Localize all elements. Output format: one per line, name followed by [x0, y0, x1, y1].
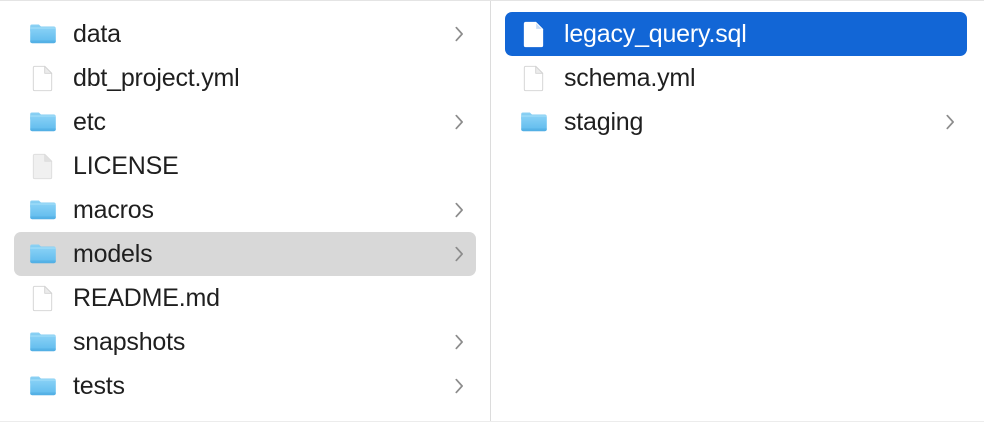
file-row[interactable]: models	[14, 232, 476, 276]
chevron-right-icon[interactable]	[452, 23, 466, 45]
chevron-right-icon-svg	[455, 202, 463, 218]
folder-icon	[28, 19, 58, 49]
column-child[interactable]: legacy_query.sql schema.yml staging	[491, 1, 983, 421]
file-row-label: data	[73, 21, 121, 47]
folder-icon-svg	[30, 112, 56, 132]
file-row-label: staging	[564, 109, 644, 135]
file-icon	[28, 283, 58, 313]
file-row-label: README.md	[73, 285, 220, 311]
file-row-label: models	[73, 241, 153, 267]
file-icon-svg	[523, 21, 544, 48]
folder-icon	[28, 107, 58, 137]
file-row[interactable]: dbt_project.yml	[14, 56, 476, 100]
file-row[interactable]: macros	[14, 188, 476, 232]
file-row[interactable]: LICENSE	[14, 144, 476, 188]
chevron-right-icon-svg	[946, 114, 954, 130]
folder-icon-svg	[30, 376, 56, 396]
file-row[interactable]: staging	[505, 100, 967, 144]
file-row[interactable]: schema.yml	[505, 56, 967, 100]
file-row[interactable]: tests	[14, 364, 476, 408]
file-icon-svg	[32, 153, 53, 180]
folder-icon-svg	[30, 244, 56, 264]
file-row[interactable]: data	[14, 12, 476, 56]
column-parent[interactable]: data dbt_project.yml etc LICENSE	[0, 1, 491, 421]
file-icon	[28, 63, 58, 93]
chevron-right-icon[interactable]	[452, 199, 466, 221]
generic-file-icon	[28, 151, 58, 181]
folder-icon-svg	[30, 24, 56, 44]
chevron-right-icon-svg	[455, 114, 463, 130]
file-row[interactable]: snapshots	[14, 320, 476, 364]
chevron-right-icon[interactable]	[452, 375, 466, 397]
folder-icon-svg	[30, 200, 56, 220]
file-row-label: tests	[73, 373, 125, 399]
chevron-right-icon-svg	[455, 246, 463, 262]
folder-icon	[28, 371, 58, 401]
file-row[interactable]: README.md	[14, 276, 476, 320]
chevron-right-icon-svg	[455, 334, 463, 350]
chevron-right-icon[interactable]	[452, 243, 466, 265]
chevron-right-icon[interactable]	[452, 331, 466, 353]
folder-icon-svg	[30, 332, 56, 352]
file-row-label: schema.yml	[564, 65, 696, 91]
folder-icon	[28, 239, 58, 269]
folder-icon	[28, 195, 58, 225]
file-icon-svg	[523, 65, 544, 92]
file-row-label: etc	[73, 109, 106, 135]
file-row-label: macros	[73, 197, 154, 223]
file-icon-svg	[32, 65, 53, 92]
file-icon	[519, 19, 549, 49]
column-child-list: legacy_query.sql schema.yml staging	[491, 12, 983, 144]
folder-icon	[519, 107, 549, 137]
folder-icon-svg	[521, 112, 547, 132]
column-parent-list: data dbt_project.yml etc LICENSE	[0, 12, 490, 408]
file-row-label: LICENSE	[73, 153, 179, 179]
folder-icon	[28, 327, 58, 357]
chevron-right-icon[interactable]	[452, 111, 466, 133]
chevron-right-icon[interactable]	[943, 111, 957, 133]
file-row-label: dbt_project.yml	[73, 65, 240, 91]
chevron-right-icon-svg	[455, 26, 463, 42]
file-row-label: legacy_query.sql	[564, 21, 747, 47]
file-row[interactable]: etc	[14, 100, 476, 144]
file-row-label: snapshots	[73, 329, 186, 355]
file-row[interactable]: legacy_query.sql	[505, 12, 967, 56]
chevron-right-icon-svg	[455, 378, 463, 394]
file-icon-svg	[32, 285, 53, 312]
file-icon	[519, 63, 549, 93]
